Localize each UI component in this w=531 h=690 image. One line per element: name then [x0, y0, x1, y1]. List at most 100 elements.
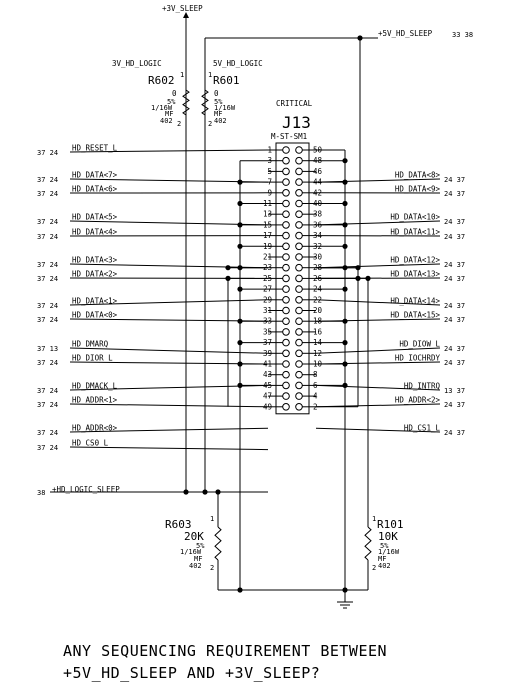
- signal-wire-left: [69, 149, 269, 153]
- pin-contact-33: [282, 317, 290, 326]
- pin-contact-28: [295, 263, 303, 272]
- pin-contact-30: [295, 253, 303, 261]
- pin-contact-37: [282, 338, 290, 347]
- pin-number-15: 15: [263, 220, 272, 229]
- signal-wire-right: [315, 427, 441, 433]
- pin-contact-19: [282, 242, 290, 251]
- signal-wire-right: [315, 384, 441, 391]
- r602-value: 0: [172, 89, 177, 98]
- pin-contact-50: [295, 146, 303, 154]
- connector-part-number: M-ST-SM1: [271, 132, 307, 141]
- pin-contact-1: [282, 146, 290, 154]
- rail-5v-hd-sleep-refs: 33 38: [452, 31, 473, 39]
- r101-pin2: 2: [372, 564, 376, 572]
- signal-wire-left: [69, 403, 269, 408]
- right-net-refs: 24 37: [444, 359, 465, 367]
- left-net-label: HD_DMARQ: [72, 340, 109, 349]
- pin-number-39: 39: [263, 349, 272, 358]
- pin-number-16: 16: [313, 327, 323, 336]
- pin-number-29: 29: [263, 295, 272, 304]
- pin-contact-29: [282, 296, 290, 304]
- r601-pin1: 1: [208, 71, 212, 79]
- pin-number-31: 31: [263, 306, 272, 315]
- junction-dot: [342, 158, 348, 164]
- right-net-label: HD_DATA<13>: [390, 270, 440, 279]
- pin-number-27: 27: [263, 285, 272, 294]
- junction-dot: [237, 340, 243, 346]
- junction-dot: [237, 318, 243, 324]
- right-net-refs: 24 37: [444, 302, 465, 310]
- junction-dot: [237, 286, 243, 292]
- pin-contact-7: [282, 178, 290, 186]
- pin-contact-34: [295, 231, 303, 240]
- pin-contact-40: [295, 199, 303, 208]
- r101-tolerance: 5%: [380, 542, 389, 550]
- pin-number-7: 7: [267, 178, 272, 187]
- right-net-refs: 24 37: [444, 176, 465, 184]
- left-net-refs: 37 24: [37, 218, 58, 226]
- left-net-label: HD_DATA<3>: [72, 256, 118, 265]
- pin-number-23: 23: [263, 263, 272, 272]
- pin-number-45: 45: [263, 381, 272, 390]
- signal-wire-left: [69, 427, 269, 433]
- pin-contact-38: [295, 210, 303, 218]
- signal-wire-right: [315, 178, 441, 183]
- junction-dot: [342, 200, 348, 207]
- wire-layer: [50, 18, 441, 609]
- pin-number-8: 8: [313, 370, 318, 379]
- r601-size: 402: [214, 117, 227, 125]
- pin-number-30: 30: [313, 253, 323, 262]
- signal-wire-right: [315, 220, 441, 226]
- pin-number-46: 46: [313, 167, 323, 176]
- junction-dot: [342, 286, 348, 292]
- right-net-label: HD_CS1_L: [404, 424, 441, 433]
- pin-contact-15: [282, 221, 290, 229]
- pin-contact-20: [295, 306, 303, 315]
- junction-dot: [357, 35, 363, 41]
- pin-contact-47: [282, 392, 290, 400]
- left-net-label: HD_DATA<2>: [72, 270, 118, 279]
- junction-dot: [342, 265, 348, 271]
- pin-number-49: 49: [263, 402, 272, 411]
- r603-size: 402: [189, 562, 202, 570]
- left-net-label: HD_RESET_L: [72, 144, 118, 153]
- pin-number-10: 10: [313, 360, 323, 369]
- pin-contact-49: [282, 403, 290, 411]
- left-net-refs: 37 13: [37, 345, 58, 353]
- junction-dot: [183, 489, 189, 495]
- junction-dot: [237, 222, 243, 228]
- pin-number-41: 41: [263, 360, 272, 369]
- pin-contact-3: [282, 156, 290, 165]
- r101-power: 1/16W: [378, 548, 400, 556]
- r101-refdes: R101: [377, 518, 404, 531]
- pin-number-37: 37: [263, 338, 272, 347]
- pin-contact-27: [282, 285, 290, 293]
- signal-wire-left: [69, 347, 269, 354]
- pin-contact-9: [282, 189, 290, 197]
- right-net-label: HD_DATA<12>: [390, 256, 440, 265]
- question-line-2: +5V_HD_SLEEP AND +3V_SLEEP?: [63, 664, 320, 682]
- signal-wire-right: [315, 403, 441, 408]
- signal-wire-right: [315, 361, 441, 365]
- r601-power: 1/16W: [214, 104, 236, 112]
- r603-body: [214, 526, 222, 561]
- pin-number-28: 28: [313, 263, 323, 272]
- left-net-label: HD_DATA<0>: [72, 311, 118, 320]
- junction-dot: [355, 265, 361, 271]
- pin-contact-16: [295, 328, 303, 336]
- pin-contact-23: [282, 263, 290, 272]
- r602-net-label: 3V_HD_LOGIC: [112, 59, 162, 68]
- pin-number-6: 6: [313, 381, 318, 390]
- left-net-refs: 37 24: [37, 401, 58, 409]
- r601-net-label: 5V_HD_LOGIC: [213, 59, 263, 68]
- r601-type: MF: [214, 110, 222, 118]
- r603-tolerance: 5%: [196, 542, 205, 550]
- signal-wire-right: [315, 263, 441, 269]
- signal-wire-right: [315, 347, 441, 354]
- pin-number-22: 22: [313, 295, 322, 304]
- rail-3v-arrow: [183, 12, 189, 18]
- pin-contact-13: [282, 210, 290, 218]
- r602-pin1: 1: [180, 71, 184, 79]
- signal-wire-left: [69, 299, 269, 306]
- pin-contact-46: [295, 167, 303, 176]
